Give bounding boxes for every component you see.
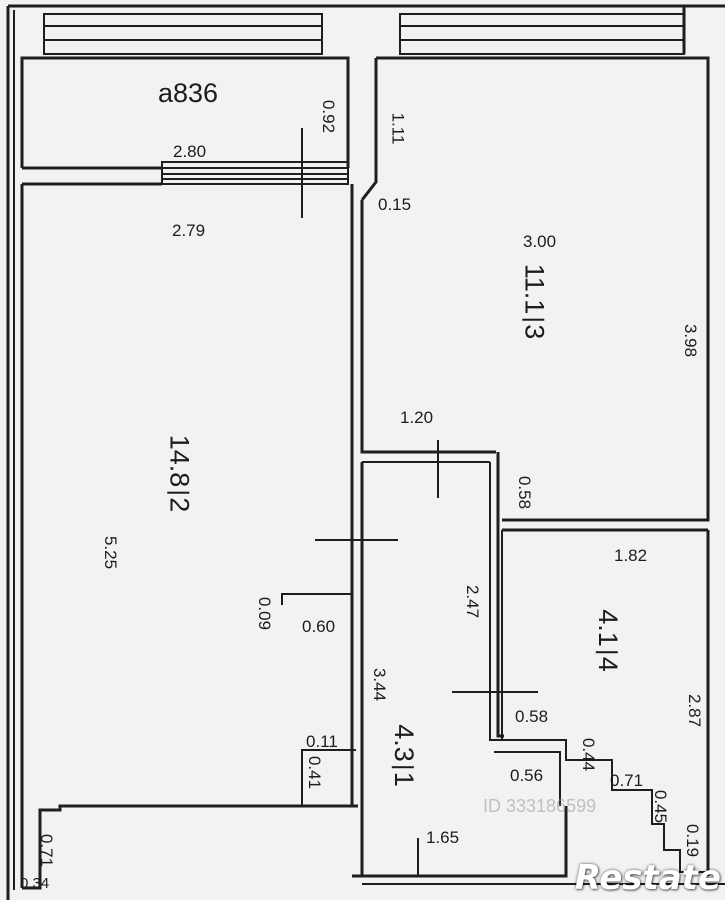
watermark-id: ID 333186599 [483, 796, 597, 816]
dim-corner-small: 0.34 [20, 875, 50, 892]
dim-room4-step-c: 0.44 [579, 737, 599, 772]
dim-hall-width: 1.65 [426, 828, 460, 847]
plan-code: a836 [158, 78, 219, 108]
dim-room4-step-d: 0.71 [610, 771, 644, 790]
brand-logo: Restate [574, 858, 721, 898]
dim-room4-step-f: 0.19 [683, 823, 703, 858]
room3-corner [360, 58, 378, 201]
dim-room3-length: 3.98 [681, 323, 701, 358]
dim-room3-opening: 1.20 [400, 408, 434, 427]
dim-room3-offset: 0.58 [515, 475, 535, 510]
room-3-number: 3 [519, 324, 550, 340]
dim-room2-niche-a: 0.09 [255, 596, 275, 631]
room2-niche [281, 593, 352, 605]
room-1-number: 1 [388, 771, 419, 787]
fraction-bar [522, 318, 545, 321]
dim-balcony-width: 2.80 [173, 142, 207, 161]
fraction-bar [596, 650, 619, 653]
hall-bottom-step [494, 751, 561, 806]
fraction-bar [392, 765, 415, 768]
dim-room3-wall: 0.15 [378, 195, 412, 214]
dim-hall-side: 2.47 [463, 584, 483, 619]
dim-room2-jog-b: 0.41 [305, 755, 325, 790]
room2-jog [301, 749, 356, 806]
dim-room2-niche-b: 0.60 [302, 617, 336, 636]
dim-room3-width: 3.00 [523, 232, 557, 251]
dim-balcony-depth: 0.92 [319, 99, 339, 134]
loggia-walls [20, 56, 350, 168]
dim-room2-jog-a: 0.11 [306, 732, 338, 751]
room2-bottom-wall [22, 804, 358, 890]
dim-room4-step-e: 0.45 [651, 789, 671, 824]
room-1-area: 4.3 [388, 724, 419, 762]
room-3-area: 11.1 [519, 263, 550, 315]
dim-room4-step-a: 0.58 [515, 707, 549, 726]
dim-hall-length: 3.44 [370, 667, 390, 702]
hall-right-wall [489, 462, 496, 741]
right-balcony-railing [399, 13, 685, 55]
room-2-area: 14.8 [164, 434, 195, 488]
fraction-bar [167, 491, 190, 494]
room3-left-wall [360, 200, 496, 454]
dim-room2-length: 5.25 [101, 535, 121, 570]
room-4-number: 4 [592, 656, 623, 672]
dim-room2-corner: 0.71 [37, 833, 57, 868]
dim-room4-width: 1.82 [614, 546, 648, 565]
dim-room2-width: 2.79 [172, 221, 206, 240]
dim-room4-length: 2.87 [685, 693, 705, 728]
hall-outer-wall [360, 462, 568, 878]
dim-room4-step-b: 0.56 [510, 766, 544, 785]
room4-stepped-wall [496, 739, 708, 873]
left-balcony-railing [43, 13, 323, 55]
room-4-area: 4.1 [592, 609, 623, 647]
room-2-number: 2 [164, 497, 195, 513]
room3-outer-wall [376, 56, 710, 522]
dim-room3-top: 1.11 [388, 112, 408, 145]
